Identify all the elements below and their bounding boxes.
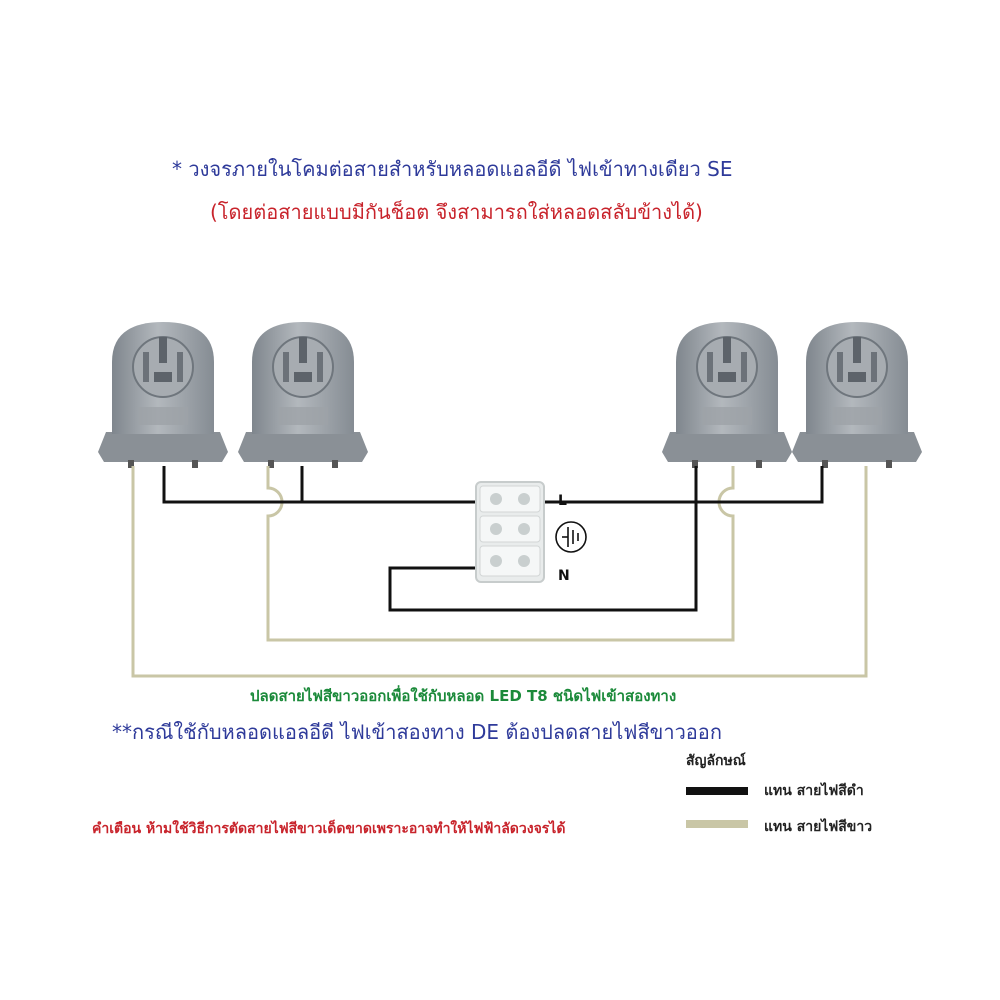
- title-single-ended: * วงจรภายในโคมต่อสายสำหรับหลอดแอลอีดี ไฟ…: [172, 157, 733, 181]
- terminal-block: [475, 481, 545, 583]
- legend-black-wire-label: แทน สายไฟสีดำ: [764, 783, 864, 799]
- legend-black-swatch: [686, 787, 748, 795]
- terminal-label-neutral: N: [558, 568, 570, 584]
- white-wires: [131, 466, 868, 678]
- warning-text: คำเตือน ห้ามใช้วิธีการตัดสายไฟสีขาวเด็ดข…: [92, 821, 566, 837]
- legend-white-wire-label: แทน สายไฟสีขาว: [764, 819, 873, 835]
- legend-title: สัญลักษณ์: [686, 753, 746, 769]
- lamp-socket-2: [237, 321, 369, 469]
- terminal-label-live: L: [558, 493, 567, 509]
- note-remove-white-wire: ปลดสายไฟสีขาวออกเพื่อใช้กับหลอด LED T8 ช…: [250, 687, 677, 705]
- black-wires: [162, 466, 824, 612]
- ground-icon: [555, 521, 587, 553]
- title-shockproof-note: (โดยต่อสายแบบมีกันช็อต จึงสามารถใส่หลอดส…: [210, 200, 703, 224]
- lamp-socket-4: [791, 321, 923, 469]
- note-double-ended: **กรณีใช้กับหลอดแอลอีดี ไฟเข้าสองทาง DE …: [112, 720, 722, 744]
- lamp-socket-3: [661, 321, 793, 469]
- lamp-socket-1: [97, 321, 229, 469]
- legend-white-swatch: [686, 820, 748, 828]
